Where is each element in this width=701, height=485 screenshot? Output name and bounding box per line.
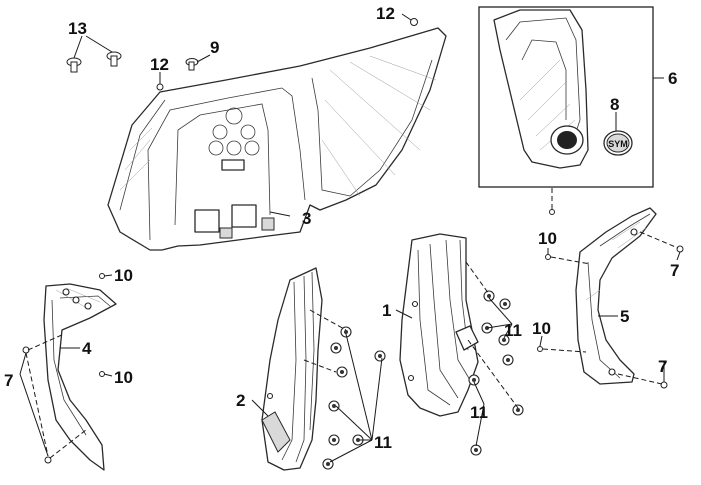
clip-11-mid-8 <box>322 458 334 470</box>
part-5-right-fairing <box>575 207 657 385</box>
clip-11-mid-3 <box>374 350 386 362</box>
callout-10-right-top: 10 <box>538 229 557 248</box>
clip-11-right-7 <box>512 404 524 416</box>
callout-8: 8 <box>610 95 619 114</box>
screw-7-right-top <box>676 245 684 253</box>
clip-11-mid-6 <box>352 434 364 446</box>
part-4-left-fairing <box>43 283 117 471</box>
callout-11-mid: 11 <box>374 433 392 452</box>
callout-9: 9 <box>210 38 219 57</box>
callout-12-left: 12 <box>150 55 169 74</box>
callout-7-right-bottom: 7 <box>658 357 667 376</box>
part-3-main-panel <box>107 27 447 251</box>
callout-10-left-top: 10 <box>114 266 133 285</box>
callout-labels: 13 12 12 9 3 6 8 10 4 10 7 2 11 1 11 11 … <box>4 4 679 452</box>
leader-lines <box>19 13 681 463</box>
clip-11-mid-4 <box>336 366 348 378</box>
callout-12-top: 12 <box>376 4 395 23</box>
clip-11-mid-7 <box>328 434 340 446</box>
clip-11-right-5 <box>502 354 514 366</box>
screw-7-right-bottom <box>660 381 668 389</box>
bolt-13-a <box>66 57 82 73</box>
screw-10-right-bottom <box>537 346 543 352</box>
clip-11-mid-2 <box>330 342 342 354</box>
screw-12-top <box>410 18 418 26</box>
part-6-cover-assembly <box>478 6 654 188</box>
callout-1: 1 <box>382 301 391 320</box>
callout-11-right-bottom: 11 <box>470 403 488 422</box>
fasteners <box>22 18 684 470</box>
clip-11-right-8 <box>470 444 482 456</box>
screw-10-right-top <box>545 254 551 260</box>
callout-7-right-top: 7 <box>670 261 679 280</box>
clip-11-right-4 <box>498 334 510 346</box>
screw-10-left-top <box>99 273 105 279</box>
screw-12-left <box>156 83 164 91</box>
part-8-badge: SYM <box>603 130 633 156</box>
clip-11-right-2 <box>499 298 511 310</box>
clip-11-right-6 <box>468 374 480 386</box>
screw-below-cover <box>549 209 555 215</box>
callout-3: 3 <box>302 209 311 228</box>
clip-11-right-1 <box>483 290 495 302</box>
callout-13: 13 <box>68 19 87 38</box>
callout-10-left-bottom: 10 <box>114 368 133 387</box>
callout-7-left: 7 <box>4 371 13 390</box>
clip-11-mid-1 <box>340 326 352 338</box>
badge-logo-text: SYM <box>608 139 628 149</box>
callout-2: 2 <box>236 391 245 410</box>
callout-4: 4 <box>82 339 92 358</box>
screw-10-left-bottom <box>99 371 105 377</box>
callout-11-right-top: 11 <box>504 321 522 340</box>
screw-7-left-bottom <box>44 456 52 464</box>
part-2-side-bracket <box>261 267 323 471</box>
callout-10-right-bottom: 10 <box>532 319 551 338</box>
callout-6: 6 <box>668 69 677 88</box>
clip-11-mid-5 <box>328 400 340 412</box>
bolt-13-b <box>106 51 122 67</box>
callout-5: 5 <box>620 307 629 326</box>
part-1-side-bracket <box>399 233 479 417</box>
bolt-9 <box>185 58 199 71</box>
